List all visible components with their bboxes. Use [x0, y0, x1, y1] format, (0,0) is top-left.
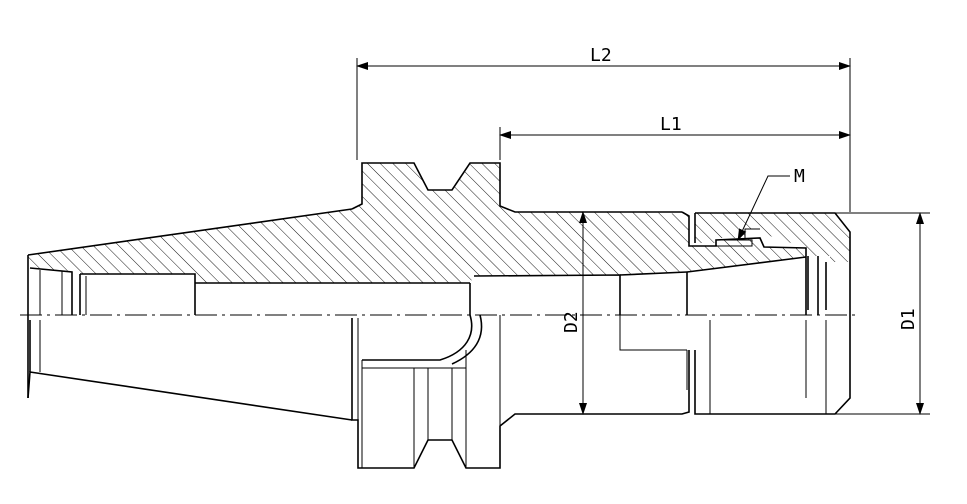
dimension-d2-label: D2 — [561, 311, 582, 333]
nut-section-hatch — [695, 213, 850, 262]
upper-outline — [27, 162, 851, 415]
dimension-d1 — [835, 212, 930, 415]
dimension-l1-label: L1 — [660, 114, 682, 135]
dimension-l1 — [499, 127, 851, 160]
dimension-l2-label: L2 — [590, 45, 612, 66]
upper-section-hatch — [28, 163, 806, 283]
dimension-m-label: M — [794, 166, 805, 187]
dimension-m-leader — [737, 175, 790, 241]
dimension-d1-label: D1 — [898, 308, 919, 330]
lower-outline — [27, 314, 827, 469]
